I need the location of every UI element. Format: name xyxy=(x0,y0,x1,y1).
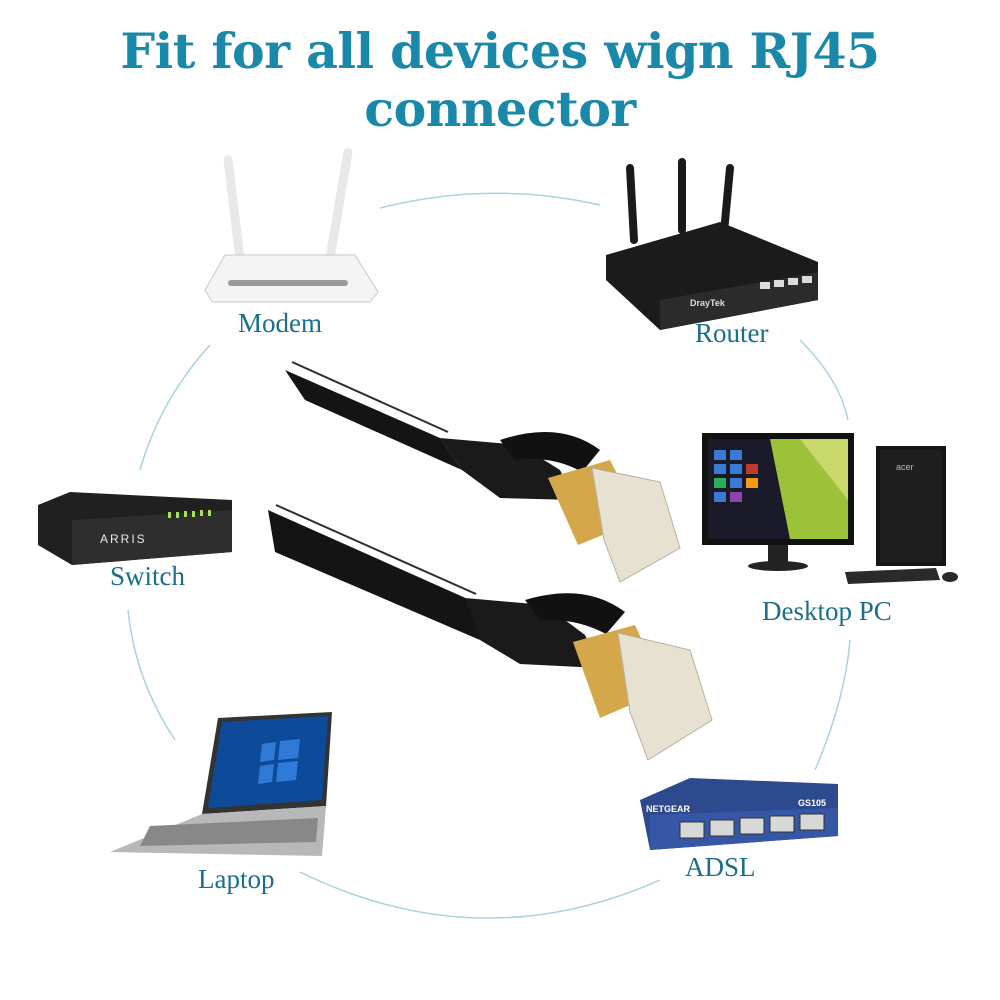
arc-modem-switch xyxy=(139,344,211,471)
label-adsl: ADSL xyxy=(685,852,756,882)
switch-brand-logo: ARRIS xyxy=(100,532,147,546)
label-switch: Switch xyxy=(110,561,186,591)
router-brand-logo: DrayTek xyxy=(690,298,726,308)
adsl-model-logo: GS105 xyxy=(798,798,826,808)
arc-switch-laptop xyxy=(127,609,176,741)
ethernet-cable-upper xyxy=(285,361,681,583)
arc-desktop-adsl xyxy=(814,639,851,771)
arc-modem-router xyxy=(379,192,601,209)
headline: Fit for all devices wign RJ45 connector xyxy=(120,22,880,138)
switch-image: ARRIS xyxy=(38,492,232,565)
laptop-image xyxy=(110,712,332,856)
label-modem: Modem xyxy=(238,308,322,338)
label-desktop-pc: Desktop PC xyxy=(762,596,892,626)
arc-router-desktop xyxy=(799,339,849,421)
arc-laptop-adsl xyxy=(299,871,661,919)
adsl-image: NETGEAR GS105 xyxy=(640,778,838,850)
adsl-brand-logo: NETGEAR xyxy=(646,804,691,814)
modem-image xyxy=(204,147,379,303)
connection-circle xyxy=(127,192,851,919)
label-router: Router xyxy=(695,318,769,348)
router-image: DrayTek xyxy=(606,158,818,330)
desktop-image: acer xyxy=(702,433,958,584)
monitor-brand-logo: acer xyxy=(896,462,914,472)
label-laptop: Laptop xyxy=(198,864,275,894)
ethernet-cable-lower xyxy=(268,504,713,761)
